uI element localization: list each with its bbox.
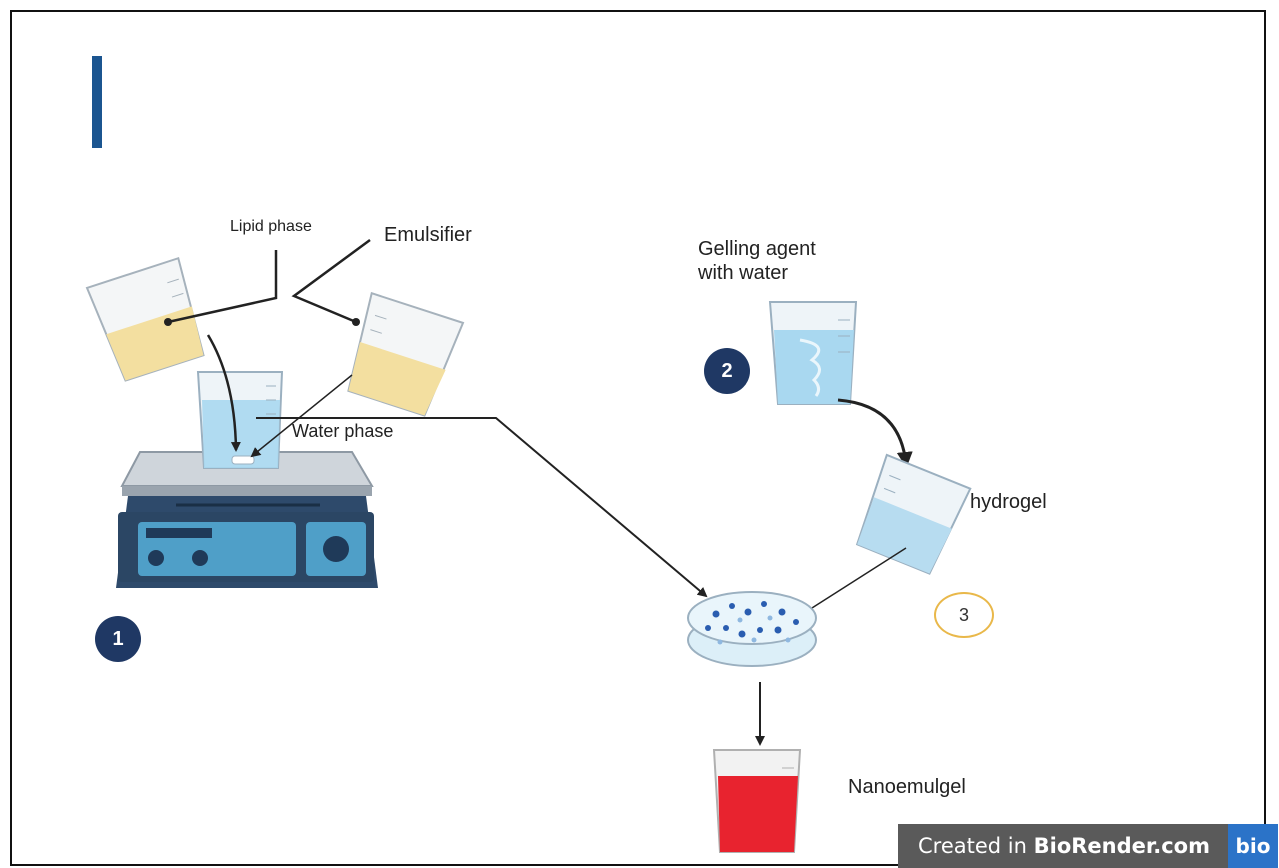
label-pointers	[167, 238, 371, 324]
water-phase-to-dish-arrow	[256, 417, 708, 598]
step-3-marker: 3	[934, 592, 994, 638]
title-accent-bar	[92, 56, 102, 148]
nanoemulgel-label: Nanoemulgel	[848, 776, 966, 798]
water-phase-beaker	[196, 371, 284, 469]
biorender-badge-text: Created in BioRender.com	[898, 834, 1228, 858]
gelling-to-hydrogel-arrow	[837, 398, 913, 468]
biorender-badge[interactable]: Created in BioRender.com bio	[898, 824, 1278, 868]
gelling-agent-label: Gelling agent with water	[698, 237, 816, 285]
slide-frame	[10, 10, 1266, 866]
lipid-phase-label: Lipid phase	[230, 218, 312, 235]
lipid-pointer-dot	[164, 318, 172, 326]
step-1-marker: 1	[95, 616, 141, 662]
badge-brand: BioRender.com	[1033, 834, 1210, 858]
nanoemulgel-beaker	[712, 749, 802, 853]
water-phase-label: Water phase	[292, 421, 394, 441]
petri-dish	[687, 591, 817, 667]
emulsifier-pour-arrow	[250, 374, 353, 458]
gelling-agent-beaker	[768, 301, 858, 405]
biorender-logo-icon: bio	[1228, 824, 1278, 868]
emulsifier-pointer-dot	[352, 318, 360, 326]
hydrogel-label: hydrogel	[970, 491, 1047, 513]
lipid-phase-beaker	[85, 256, 205, 382]
lipid-pour-arrow	[206, 334, 241, 452]
step-2-marker: 2	[704, 348, 750, 394]
badge-prefix: Created in	[918, 834, 1034, 858]
emulsifier-label: Emulsifier	[384, 224, 472, 246]
gelling-agent-label-line1: Gelling agent	[698, 238, 816, 260]
hydrogel-beaker	[855, 453, 972, 575]
hotplate-stirrer	[116, 451, 378, 588]
gelling-agent-label-line2: with water	[698, 262, 789, 284]
emulsifier-beaker	[347, 291, 465, 417]
